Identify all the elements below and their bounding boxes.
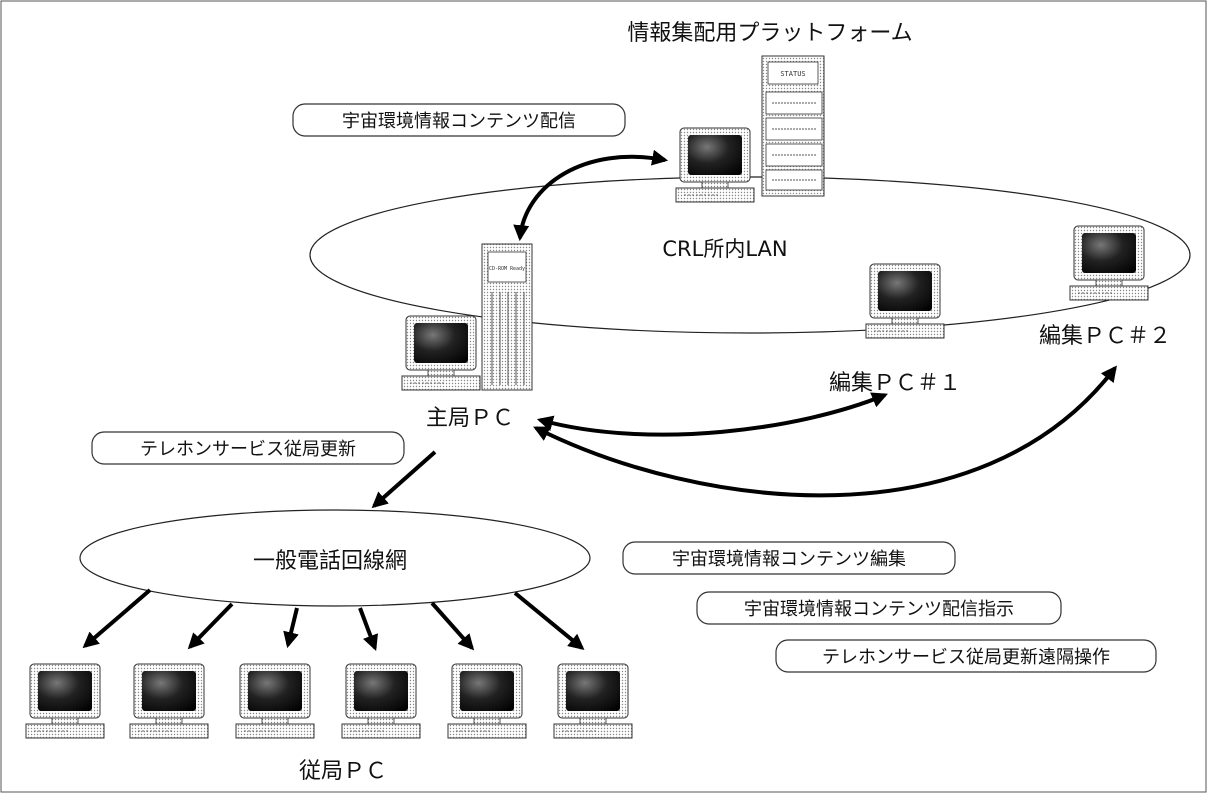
phone-network-label: 一般電話回線網 bbox=[253, 549, 407, 574]
arrow-slave-4 bbox=[358, 607, 378, 651]
phone-network-ellipse bbox=[79, 509, 591, 607]
edit-pc2-monitor-icon bbox=[1069, 225, 1149, 301]
main-pc-monitor-icon bbox=[401, 315, 481, 391]
lan-label: CRL所内LAN bbox=[662, 237, 787, 261]
main-pc-tower-icon: CD-ROM Ready bbox=[481, 243, 533, 391]
arrow-slave-1 bbox=[82, 588, 152, 649]
arrow-main-edit2 bbox=[533, 365, 1117, 498]
platform-label: 情報集配用プラットフォーム bbox=[627, 21, 912, 46]
edit-pc2-label: 編集ＰＣ＃２ bbox=[1039, 324, 1171, 349]
server-panel-text: STATUS bbox=[780, 70, 805, 78]
arrow-main-edit1 bbox=[536, 392, 888, 437]
arrow-main-phone bbox=[371, 450, 437, 509]
box-distribute-instruct-text: 宇宙環境情報コンテンツ配信指示 bbox=[744, 599, 1014, 620]
box-remote-op-text: テレホンサービス従局更新遠隔操作 bbox=[822, 647, 1110, 668]
box-distribute: 宇宙環境情報コンテンツ配信 bbox=[292, 103, 626, 137]
arrow-slave-6 bbox=[513, 591, 585, 651]
box-edit-text: 宇宙環境情報コンテンツ編集 bbox=[672, 549, 906, 570]
slave-pc-icon-6 bbox=[553, 663, 633, 739]
platform-monitor-icon bbox=[675, 127, 755, 203]
slave-pc-icon-3 bbox=[235, 663, 315, 739]
slave-pc-icon-5 bbox=[447, 663, 527, 739]
server-rack-icon: STATUS bbox=[761, 55, 825, 197]
slave-pc-icon-2 bbox=[129, 663, 209, 739]
slave-pc-icon-1 bbox=[25, 663, 105, 739]
box-distribute-text: 宇宙環境情報コンテンツ配信 bbox=[342, 111, 576, 132]
slave-pc-label: 従局ＰＣ bbox=[299, 759, 387, 784]
box-telephone-update: テレホンサービス従局更新 bbox=[91, 431, 405, 465]
box-telephone-update-text: テレホンサービス従局更新 bbox=[140, 439, 356, 460]
box-edit: 宇宙環境情報コンテンツ編集 bbox=[622, 541, 956, 575]
edit-pc1-monitor-icon bbox=[865, 263, 945, 339]
box-remote-op: テレホンサービス従局更新遠隔操作 bbox=[775, 639, 1157, 673]
arrow-slave-2 bbox=[187, 602, 234, 650]
arrow-slave-5 bbox=[430, 601, 475, 651]
box-distribute-instruct: 宇宙環境情報コンテンツ配信指示 bbox=[696, 591, 1062, 625]
tower-panel-text: CD-ROM Ready bbox=[489, 266, 525, 272]
main-pc-label: 主局ＰＣ bbox=[426, 406, 514, 431]
slave-pc-icon-4 bbox=[341, 663, 421, 739]
edit-pc1-label: 編集ＰＣ＃１ bbox=[829, 371, 961, 396]
arrow-main-platform bbox=[513, 149, 669, 242]
arrow-slave-3 bbox=[283, 607, 299, 649]
